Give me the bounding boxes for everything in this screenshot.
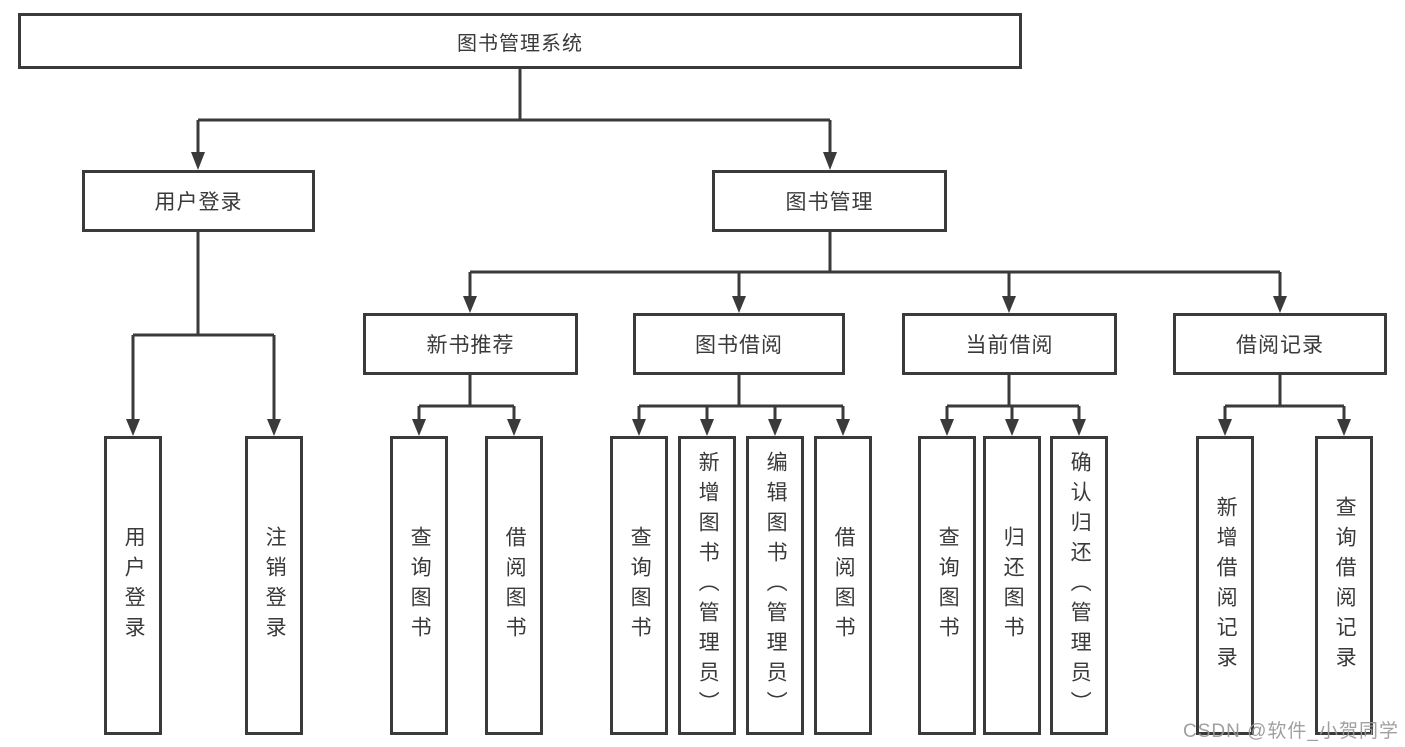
leaf-label: 注销登录 xyxy=(263,525,287,646)
leaf-label: 新增图书（管理员） xyxy=(696,450,720,721)
leaf-label: 查询借阅记录 xyxy=(1333,495,1357,676)
node-label: 借阅记录 xyxy=(1236,334,1324,357)
leaf-query-borrow-record: 查询借阅记录 xyxy=(1315,436,1373,735)
node-book-borrowing: 图书借阅 xyxy=(633,313,845,375)
node-current-borrowing: 当前借阅 xyxy=(902,313,1117,375)
leaf-query-books-recommend: 查询图书 xyxy=(390,436,448,735)
node-new-book-recommendation: 新书推荐 xyxy=(363,313,578,375)
node-book-management: 图书管理 xyxy=(712,170,947,232)
leaf-label: 借阅图书 xyxy=(832,525,856,646)
leaf-label: 查询图书 xyxy=(936,525,960,646)
node-label: 用户登录 xyxy=(154,191,243,214)
leaf-confirm-return-admin: 确认归还（管理员） xyxy=(1050,436,1108,735)
leaf-edit-books-admin: 编辑图书（管理员） xyxy=(746,436,804,735)
leaf-borrow-books-recommend: 借阅图书 xyxy=(485,436,543,735)
leaf-label: 借阅图书 xyxy=(503,525,527,646)
node-library-management-system: 图书管理系统 xyxy=(18,13,1022,69)
leaf-add-borrow-record: 新增借阅记录 xyxy=(1196,436,1254,735)
leaf-label: 用户登录 xyxy=(122,525,146,646)
node-label: 图书管理 xyxy=(785,191,874,214)
leaf-add-books-admin: 新增图书（管理员） xyxy=(678,436,736,735)
leaf-label: 新增借阅记录 xyxy=(1214,495,1238,676)
leaf-label: 确认归还（管理员） xyxy=(1068,450,1092,721)
node-label: 新书推荐 xyxy=(426,334,515,357)
csdn-watermark: CSDN @软件_小贺同学 xyxy=(1183,721,1399,742)
leaf-label: 归还图书 xyxy=(1001,525,1025,646)
arrowheads xyxy=(126,152,1351,436)
leaf-return-books: 归还图书 xyxy=(983,436,1041,735)
node-borrowing-records: 借阅记录 xyxy=(1173,313,1387,375)
leaf-label: 编辑图书（管理员） xyxy=(764,450,788,721)
leaf-query-books-borrow: 查询图书 xyxy=(610,436,668,735)
leaf-query-books-current: 查询图书 xyxy=(918,436,976,735)
node-label: 图书借阅 xyxy=(695,334,783,357)
leaf-user-login: 用户登录 xyxy=(104,436,162,735)
node-user-login: 用户登录 xyxy=(82,170,315,232)
leaf-label: 查询图书 xyxy=(408,525,432,646)
leaf-label: 查询图书 xyxy=(628,525,652,646)
node-label: 图书管理系统 xyxy=(457,32,583,55)
node-label: 当前借阅 xyxy=(965,334,1054,357)
leaf-logout: 注销登录 xyxy=(245,436,303,735)
leaf-borrow-books: 借阅图书 xyxy=(814,436,872,735)
